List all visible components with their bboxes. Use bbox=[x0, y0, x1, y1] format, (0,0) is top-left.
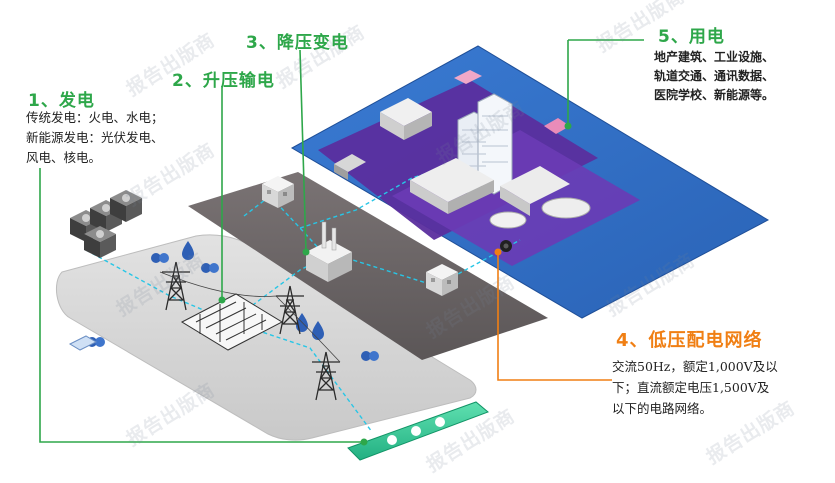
step-1-line: 传统发电：火电、水电； bbox=[26, 110, 164, 125]
callout-line-orange bbox=[497, 252, 612, 381]
substation-icon bbox=[180, 293, 284, 351]
step-4-title: 4、低压配电网络 bbox=[616, 330, 763, 351]
step-5-line: 地产建筑、工业设施、 bbox=[654, 50, 775, 64]
callout-dot-5 bbox=[564, 122, 572, 130]
step-5-line: 轨道交通、通讯数据、 bbox=[654, 69, 775, 83]
callout-lines-green bbox=[39, 39, 644, 443]
step-2-title: 2、升压输电 bbox=[172, 71, 275, 91]
step-5-title: 5、用电 bbox=[658, 27, 725, 47]
distribution-icons bbox=[387, 417, 445, 445]
car-icon bbox=[454, 70, 570, 134]
step-1-title: 1、发电 bbox=[28, 91, 95, 111]
step-5-description: 地产建筑、工业设施、 轨道交通、通讯数据、 医院学校、新能源等。 bbox=[654, 48, 832, 105]
solar-panel-icon bbox=[68, 335, 98, 351]
transmission-wire bbox=[159, 271, 341, 363]
step-1-line: 新能源发电：光伏发电、 bbox=[26, 130, 164, 145]
step-4-description: 交流50Hz，额定1,000V及以 下；直流额定电压1,500V及 以下的电路网… bbox=[612, 356, 832, 419]
step-1-line: 风电、核电。 bbox=[26, 150, 102, 165]
factory-icon bbox=[380, 98, 570, 216]
step-3-title: 3、降压变电 bbox=[246, 33, 349, 53]
callout-dot-3 bbox=[302, 248, 310, 256]
step-5-line: 医院学校、新能源等。 bbox=[654, 88, 775, 102]
step-4-line: 交流50Hz，额定1,000V及以 bbox=[612, 359, 778, 374]
meter-icon bbox=[500, 240, 512, 252]
callout-dot-2 bbox=[218, 296, 226, 304]
factory-icon bbox=[306, 221, 352, 282]
data-center-icon bbox=[334, 154, 366, 180]
callout-dot-1 bbox=[360, 438, 368, 446]
step-1-description: 传统发电：火电、水电； 新能源发电：光伏发电、 风电、核电。 bbox=[26, 108, 196, 168]
generation-platform bbox=[55, 234, 477, 441]
callout-dot-4 bbox=[494, 248, 502, 256]
step-4-line: 以下的电路网络。 bbox=[612, 401, 713, 416]
step-4-line: 下；直流额定电压1,500V及 bbox=[612, 380, 770, 395]
transmission-platform bbox=[188, 172, 548, 360]
stadium-icon bbox=[489, 197, 591, 229]
